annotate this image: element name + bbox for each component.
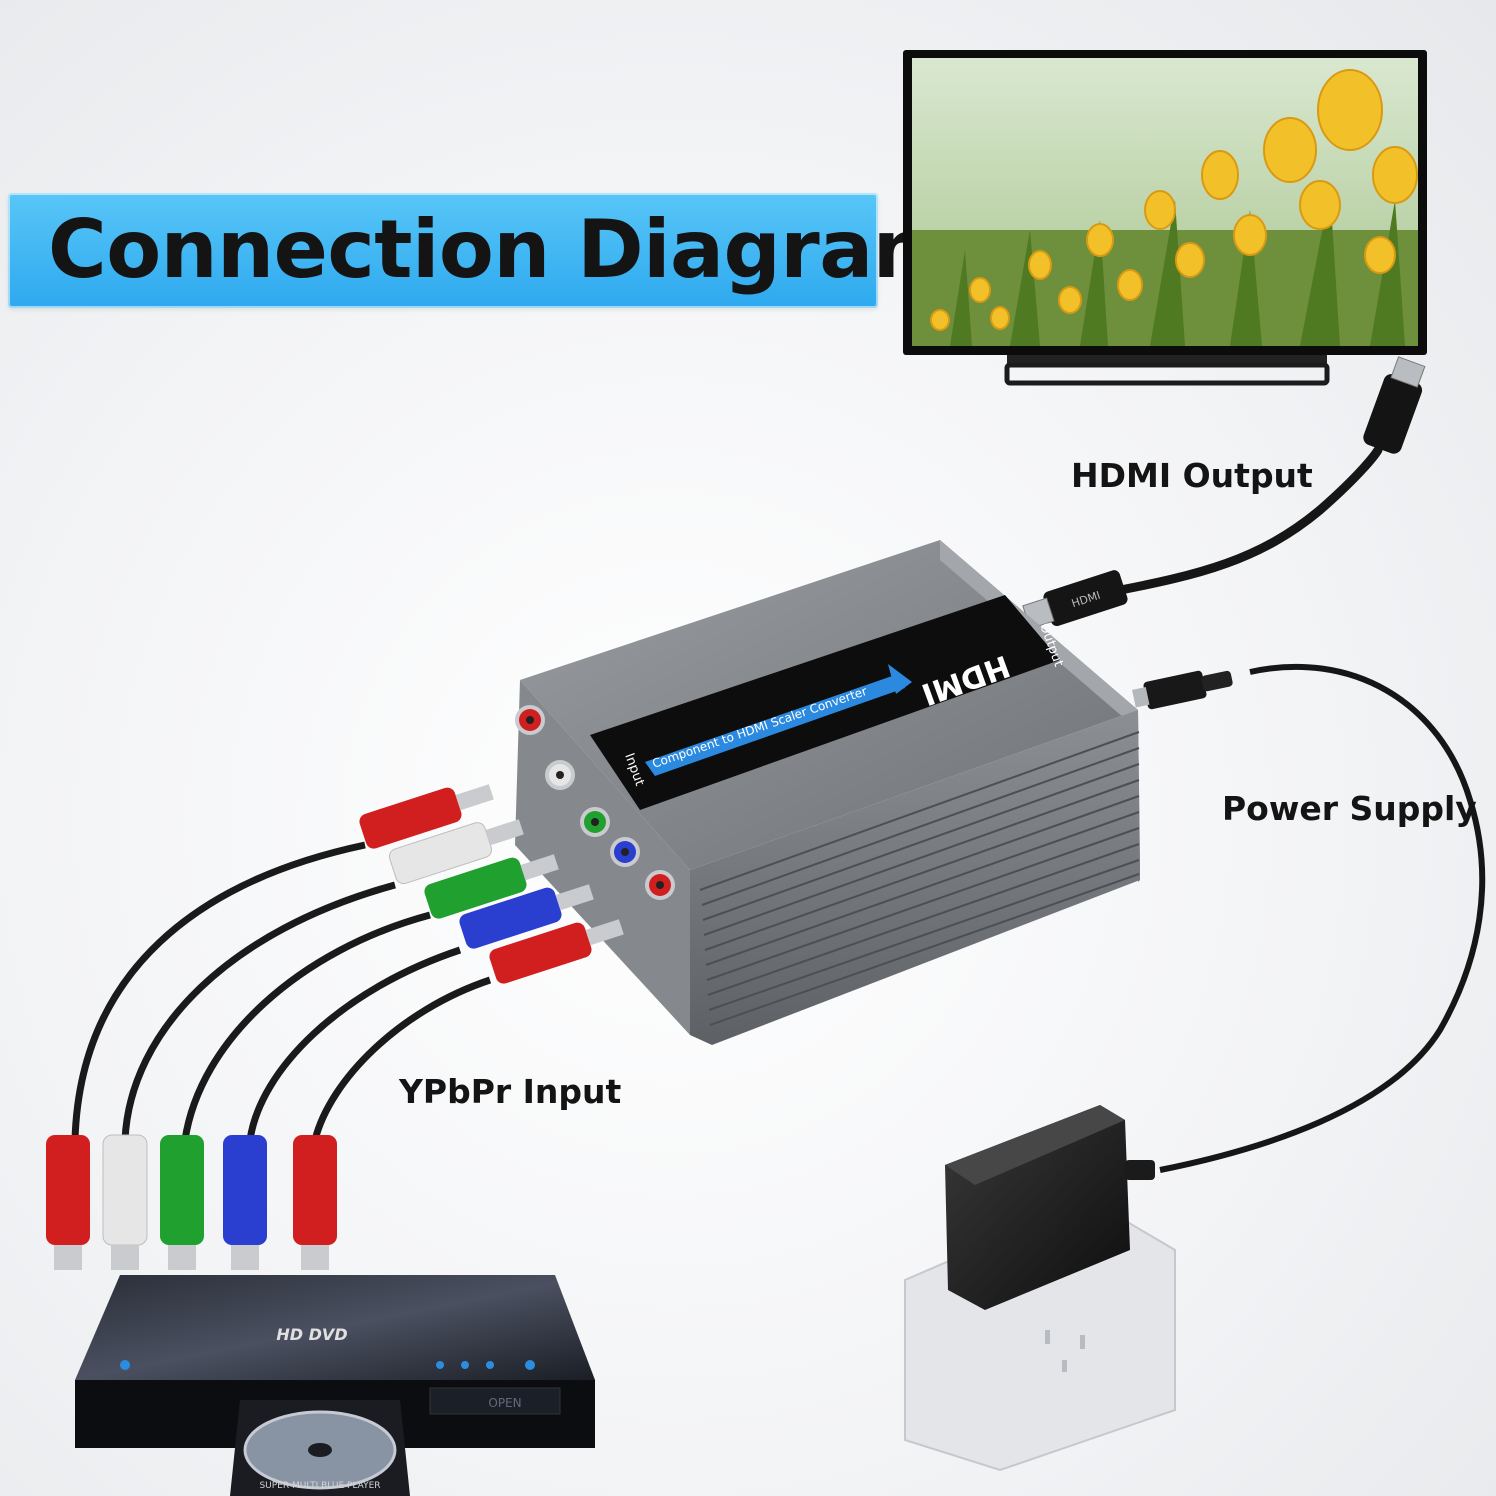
power-adapter <box>904 1105 1176 1472</box>
dvd-tray-text: SUPER MULTI BLUE PLAYER <box>259 1481 380 1491</box>
dvd-top <box>75 1275 595 1380</box>
tv-stand-base <box>1004 362 1330 386</box>
rca-cables <box>71 841 492 1141</box>
television <box>903 50 1427 386</box>
rca-plugs-bottom <box>46 1134 337 1270</box>
power-supply-label: Power Supply <box>1222 789 1477 828</box>
dvd-display-text: OPEN <box>488 1396 521 1410</box>
title-banner <box>8 193 878 308</box>
dvd-logo-text: HD DVD <box>276 1325 347 1344</box>
power-cable <box>1132 663 1486 1173</box>
hdmi-cable: HDMI <box>1022 356 1426 630</box>
hdmi-output-label: HDMI Output <box>1071 456 1313 495</box>
fin-lines <box>699 731 1140 1026</box>
rca-jacks <box>515 705 675 900</box>
page-title: Connection Diagram <box>48 203 956 296</box>
rca-plugs-top <box>359 784 624 984</box>
converter-box: Component to HDMI Scaler Converter HDMI … <box>515 540 1140 1045</box>
tulip-field <box>912 69 1418 346</box>
dvd-player: HD DVD OPEN SUPER MULTI BLUE PLAYER <box>75 1275 595 1496</box>
ypbpr-input-label: YPbPr Input <box>399 1072 622 1111</box>
converter-stripe-arrow <box>645 675 905 776</box>
